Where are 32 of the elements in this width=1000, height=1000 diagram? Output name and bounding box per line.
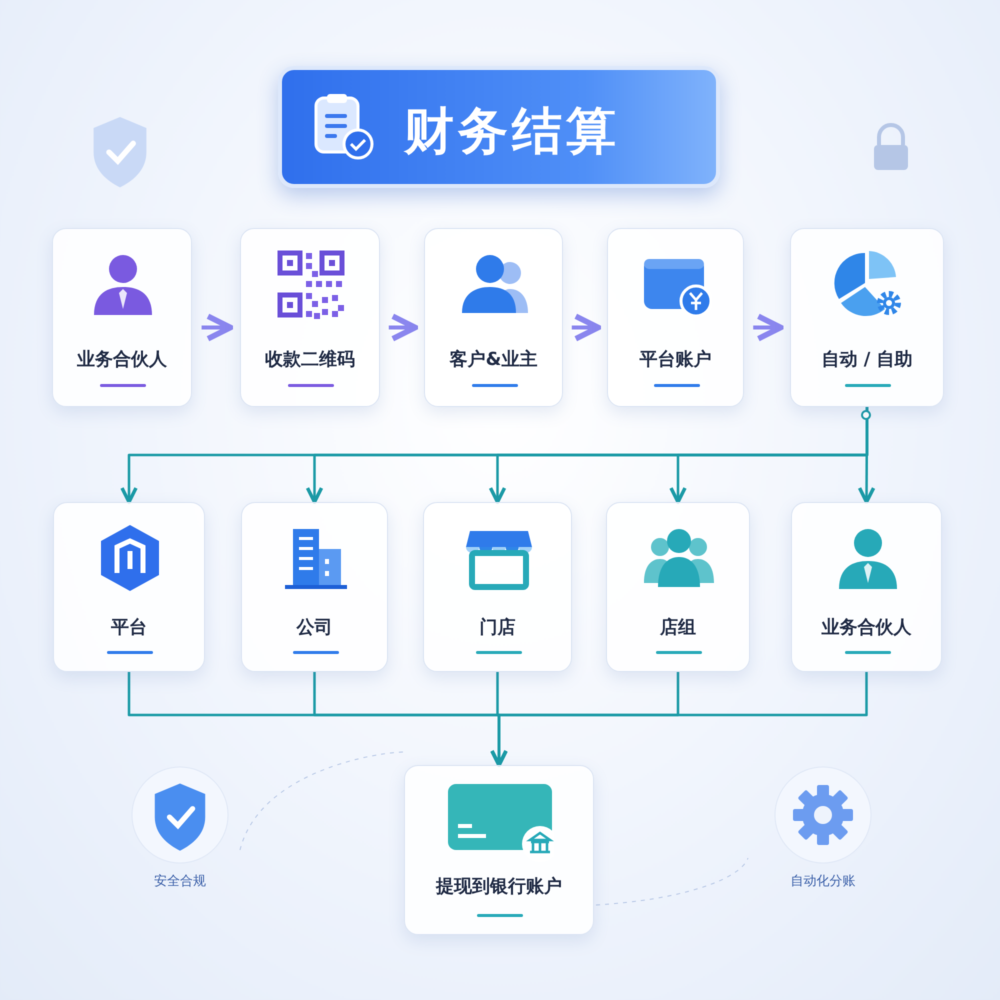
node-label: 平台: [110, 616, 148, 639]
arrow: [572, 314, 601, 342]
node-label: 平台账户: [638, 348, 712, 371]
node-card: [53, 502, 205, 672]
arrow: [858, 407, 876, 504]
node-label: 自动 / 自助: [820, 348, 914, 371]
node-card: [791, 502, 942, 672]
node-label: 业务合伙人: [76, 348, 168, 371]
arrow: [669, 407, 868, 504]
node-card: [423, 502, 572, 672]
node-label: 公司: [295, 616, 334, 639]
arrow: [490, 672, 868, 767]
node-card: [607, 228, 744, 407]
node-card: [606, 502, 750, 672]
node-card: [404, 765, 594, 935]
node-card: [240, 228, 380, 407]
arrow: [202, 314, 234, 342]
title-text: 财务结算: [404, 101, 620, 162]
node-label: 提现到银行账户: [434, 875, 563, 898]
node-card: [241, 502, 388, 672]
arrow: [388, 314, 418, 342]
caption-text: 安全合规: [154, 873, 206, 890]
node-card: [424, 228, 563, 407]
node-label: 门店: [478, 616, 516, 639]
node-label: 收款二维码: [264, 348, 356, 371]
node-label: 店组: [658, 616, 697, 639]
node-label: 业务合伙人: [820, 616, 912, 639]
node-card: [52, 228, 192, 407]
node-card: [790, 228, 944, 407]
node-label: 客户&业主: [448, 348, 538, 371]
arrow: [753, 314, 784, 342]
caption-text: 自动化分账: [790, 873, 856, 890]
